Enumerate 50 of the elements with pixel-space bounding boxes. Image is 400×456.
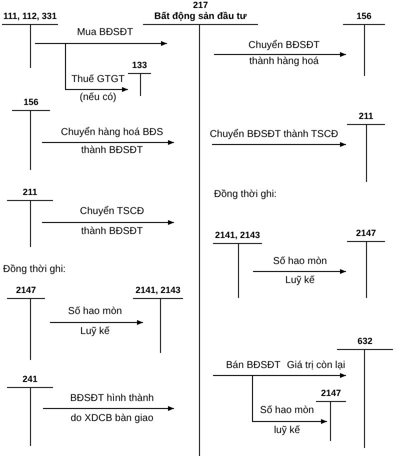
t-account — [347, 111, 385, 182]
arrow — [212, 375, 328, 424]
t-account — [7, 187, 53, 247]
account-number: 2147 — [356, 228, 376, 239]
arrow — [42, 406, 174, 411]
edge-label: Mua BĐSĐT — [76, 27, 134, 39]
account-name: Bất động sản đầu tư — [154, 11, 247, 22]
note-text: Đồng thời ghi: — [214, 189, 277, 201]
arrow — [212, 142, 346, 147]
account-number: 2147 — [16, 285, 36, 296]
edge-label: Chuyển hàng hoá BĐS thành BĐSĐT — [60, 126, 164, 158]
arrow — [34, 43, 128, 92]
edge-label: Số hao mòn Luỹ kế — [272, 255, 328, 288]
edge-label: BĐSĐT hình thành do XDCB bàn giao — [69, 392, 155, 426]
account-number: 2141, 2143 — [214, 230, 260, 241]
t-account — [12, 97, 50, 170]
account-number: 133 — [132, 60, 148, 71]
edge-label: Số hao mòn luỹ kế — [259, 404, 315, 438]
t-account — [7, 285, 45, 360]
account-number: 156 — [23, 97, 39, 108]
account-number: 111, 112, 331 — [3, 11, 57, 22]
t-account — [347, 228, 385, 298]
t-account — [128, 60, 151, 96]
t-account — [213, 230, 262, 298]
t-account — [343, 11, 385, 76]
edge-label: Chuyển BĐSĐT thành TSCĐ — [210, 129, 338, 141]
t-account — [7, 374, 53, 446]
account-number: 2141, 2143 — [135, 285, 181, 296]
arrow — [252, 269, 346, 274]
edge-label: Chuyển BĐSĐT thành hàng hoá — [247, 38, 321, 69]
t-account — [316, 388, 346, 441]
edge-label: Số hao mòn Luỹ kế — [67, 305, 123, 339]
t-account — [2, 11, 58, 68]
arrow — [42, 140, 174, 145]
note-text: Đồng thời ghi: — [3, 264, 66, 276]
account-number: 632 — [357, 336, 373, 347]
account-number: 156 — [356, 11, 372, 22]
edge-label: Thuế GTGT (nếu có) — [70, 73, 126, 105]
account-number: 241 — [22, 374, 38, 385]
arrow — [50, 320, 144, 325]
account-number: 211 — [22, 187, 38, 198]
transaction-label: Bán BĐSĐT — [226, 360, 280, 372]
arrow — [214, 52, 346, 57]
t-account — [133, 285, 183, 353]
arrow — [42, 220, 174, 225]
account-number: 2147 — [320, 388, 342, 399]
account-number: 217 — [192, 0, 208, 11]
account-number: 211 — [358, 111, 374, 122]
edge-label: Chuyển TSCĐ thành BĐSĐT — [78, 204, 146, 239]
edge-label: Giá trị còn lại — [286, 360, 346, 372]
